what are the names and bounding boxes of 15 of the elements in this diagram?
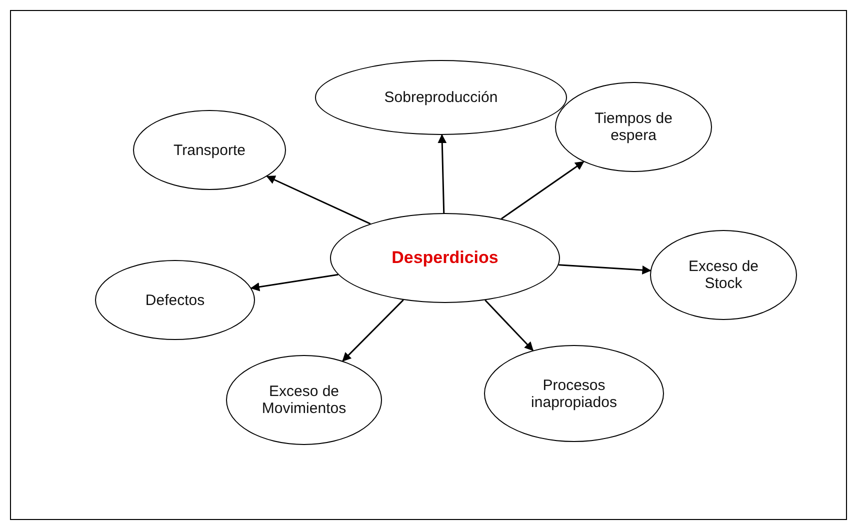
node-label: Exceso de Movimientos <box>260 383 348 417</box>
arrow <box>558 264 652 275</box>
arrow <box>484 300 534 351</box>
node-label: Tiempos de espera <box>594 110 674 144</box>
node-label: Sobreproducción <box>384 89 498 106</box>
arrow <box>501 161 584 220</box>
arrow <box>342 299 404 362</box>
node-label: Defectos <box>145 292 205 308</box>
arrow <box>250 274 338 292</box>
arrow <box>266 176 371 224</box>
node-label: Desperdicios <box>392 248 498 268</box>
arrow <box>438 134 447 214</box>
node-label: Exceso de Stock <box>687 258 760 292</box>
node-label: Procesos inapropiados <box>530 376 618 410</box>
node-label: Transporte <box>174 142 246 158</box>
